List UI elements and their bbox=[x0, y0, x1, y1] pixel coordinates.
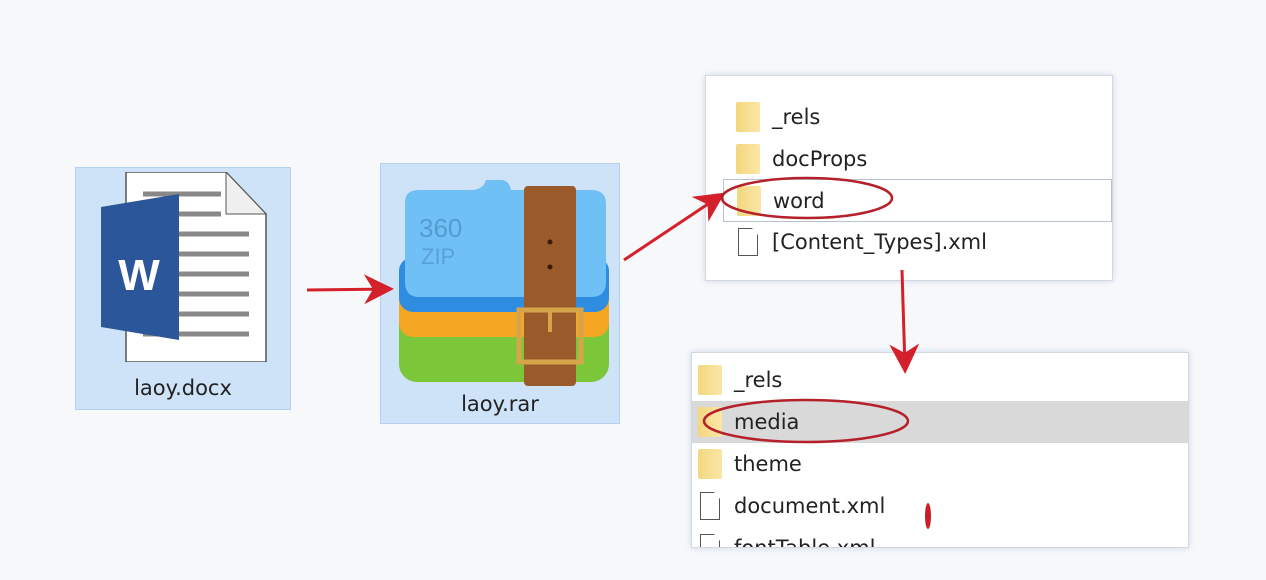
docx-file-tile[interactable]: W laoy.docx bbox=[75, 167, 291, 410]
item-name: _rels bbox=[772, 105, 821, 129]
zip-label-360: 360 bbox=[419, 213, 462, 243]
list-item-rels[interactable]: _rels bbox=[692, 359, 1188, 401]
item-name: media bbox=[734, 410, 800, 434]
folder-icon bbox=[698, 365, 722, 395]
list-item-content-types[interactable]: [Content_Types].xml bbox=[706, 221, 1112, 263]
item-name: docProps bbox=[772, 147, 868, 171]
rar-file-tile[interactable]: 360 ZIP laoy.rar bbox=[380, 163, 620, 424]
docx-file-name: laoy.docx bbox=[134, 376, 232, 400]
item-name: [Content_Types].xml bbox=[772, 230, 987, 254]
item-name: document.xml bbox=[734, 494, 886, 518]
360zip-archive-icon: 360 ZIP bbox=[399, 180, 609, 386]
folder-icon bbox=[698, 449, 722, 479]
folder-icon bbox=[698, 407, 722, 437]
file-icon bbox=[738, 228, 758, 256]
item-name: _rels bbox=[734, 368, 783, 392]
file-icon bbox=[700, 492, 720, 520]
folder-icon bbox=[736, 102, 760, 132]
list-item-document-xml[interactable]: document.xml bbox=[692, 485, 1188, 527]
item-name: theme bbox=[734, 452, 802, 476]
arrow-docx-to-rar bbox=[306, 274, 394, 305]
list-item-docprops[interactable]: docProps bbox=[706, 138, 1112, 180]
word-folder-listing: _rels media theme document.xml fontTable… bbox=[691, 352, 1189, 548]
item-name: word bbox=[773, 188, 825, 213]
rar-file-name: laoy.rar bbox=[461, 392, 539, 416]
list-item-media[interactable]: media bbox=[692, 401, 1188, 443]
list-item-rels[interactable]: _rels bbox=[706, 96, 1112, 138]
list-item-fonttable-xml[interactable]: fontTable.xml bbox=[692, 527, 1188, 548]
item-name: fontTable.xml bbox=[734, 536, 876, 548]
word-document-icon: W bbox=[101, 172, 268, 362]
list-item-theme[interactable]: theme bbox=[692, 443, 1188, 485]
file-icon bbox=[700, 534, 720, 547]
folder-icon bbox=[737, 185, 761, 216]
word-logo-letter: W bbox=[118, 251, 160, 300]
list-item-word[interactable]: word bbox=[723, 179, 1112, 222]
archive-root-listing: _rels docProps word [Content_Types].xml bbox=[705, 75, 1113, 281]
zip-label-zip: ZIP bbox=[421, 244, 455, 269]
folder-icon bbox=[736, 144, 760, 174]
